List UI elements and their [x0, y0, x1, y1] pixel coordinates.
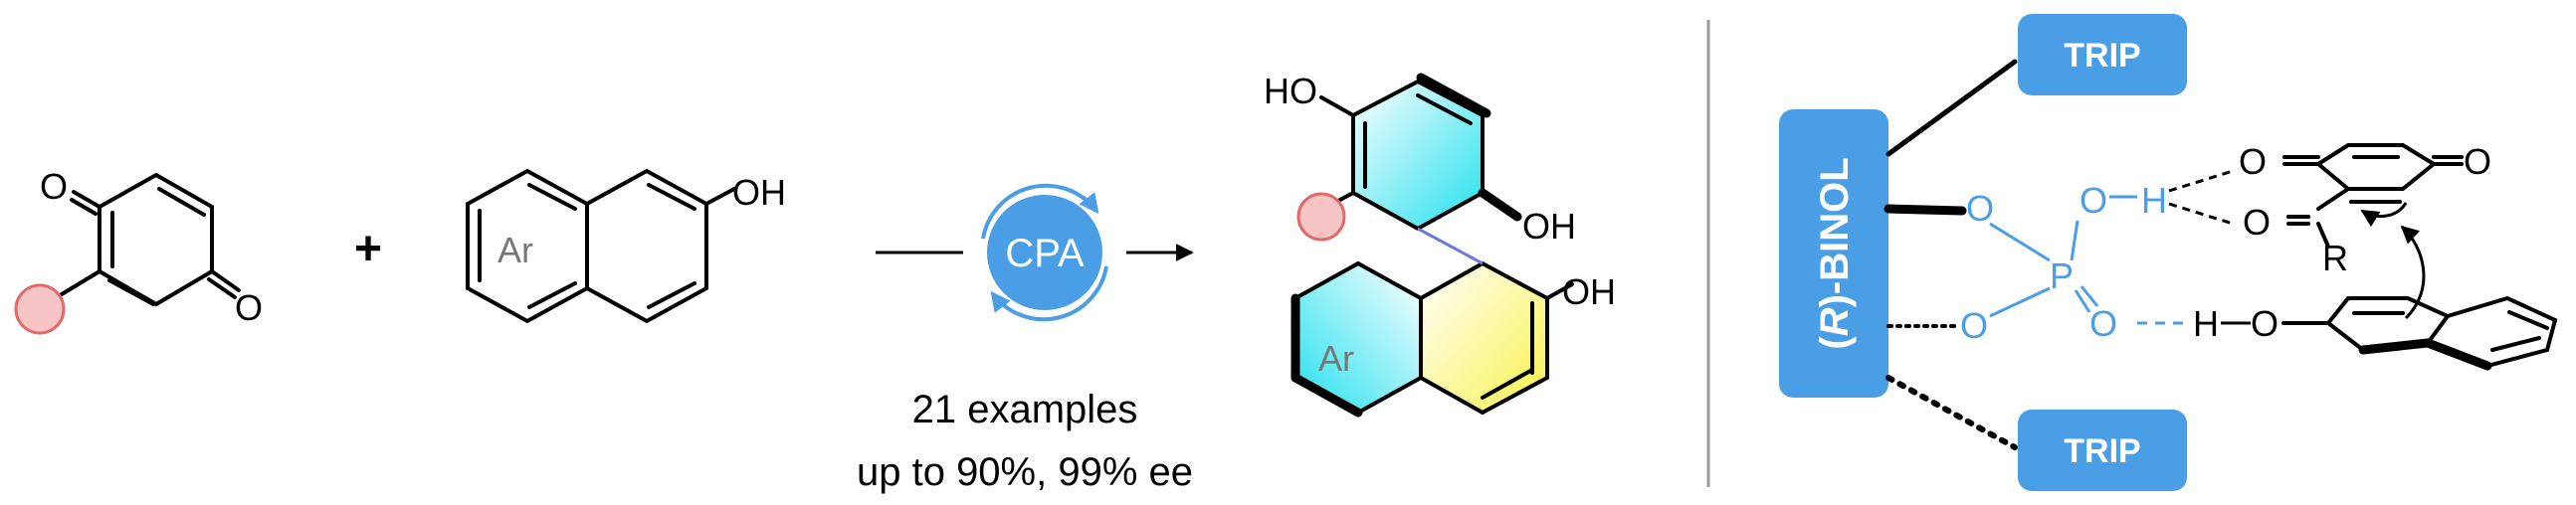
product-oh-upper: OH — [1522, 206, 1576, 247]
phosphate-o-upper-right: O — [2080, 180, 2107, 221]
ts-quinone-o-left: O — [2239, 141, 2267, 182]
trip-badge-bottom — [2018, 410, 2187, 491]
phosphate-bonds — [1989, 195, 2185, 325]
ts-quinone-o-right: O — [2464, 141, 2491, 182]
ts-naphthol-bold — [2358, 338, 2492, 371]
phosphate-o-upper-left: O — [1966, 188, 1994, 229]
examples-caption: 21 examples — [912, 388, 1138, 431]
naphthol-reactant — [466, 168, 736, 324]
trip-label-bottom: TRIP — [2064, 432, 2140, 470]
quinone-oxygen-top: O — [40, 166, 68, 207]
oxygen-naphthol: O — [2251, 303, 2279, 344]
ts-quinone — [2282, 143, 2464, 249]
ts-quinone-o-lower: O — [2243, 202, 2271, 243]
quinone-reactant — [60, 172, 241, 307]
catalyst-cycle — [981, 183, 1108, 322]
binol-box — [1779, 109, 1888, 398]
naphthol-ar-label: Ar — [497, 230, 533, 270]
binol-bonds — [1883, 59, 2018, 450]
plus-sign: + — [354, 223, 382, 275]
trip-badge-top — [2018, 14, 2187, 95]
quinone-oxygen-bottom: O — [235, 287, 263, 328]
phosphate-o-lower-right: O — [2089, 303, 2117, 344]
hydrogen-lower: H — [2193, 303, 2219, 344]
phosphate-o-lower-left: O — [1960, 305, 1988, 346]
phosphorus: P — [2050, 255, 2074, 296]
substituent-circle — [14, 283, 66, 335]
product-oh-lower: OH — [1562, 271, 1616, 312]
product-ho: HO — [1264, 71, 1317, 111]
trip-label-top: TRIP — [2064, 37, 2140, 75]
curved-arrow-large — [2400, 225, 2426, 320]
ts-naphthol — [2281, 295, 2558, 369]
binol-label: (R)-BINOL — [1813, 157, 1857, 349]
curved-arrow-small — [2360, 202, 2408, 228]
naphthol-oh: OH — [732, 172, 786, 213]
hydrogen-bonds-upper — [2168, 169, 2234, 226]
product-structure — [1290, 73, 1574, 418]
hydrogen-upper: H — [2141, 180, 2167, 221]
ts-quinone-r: R — [2322, 238, 2348, 278]
yield-caption: up to 90%, 99% ee — [857, 450, 1193, 494]
product-ar-label: Ar — [1318, 338, 1354, 379]
catalyst-label: CPA — [1005, 232, 1085, 275]
